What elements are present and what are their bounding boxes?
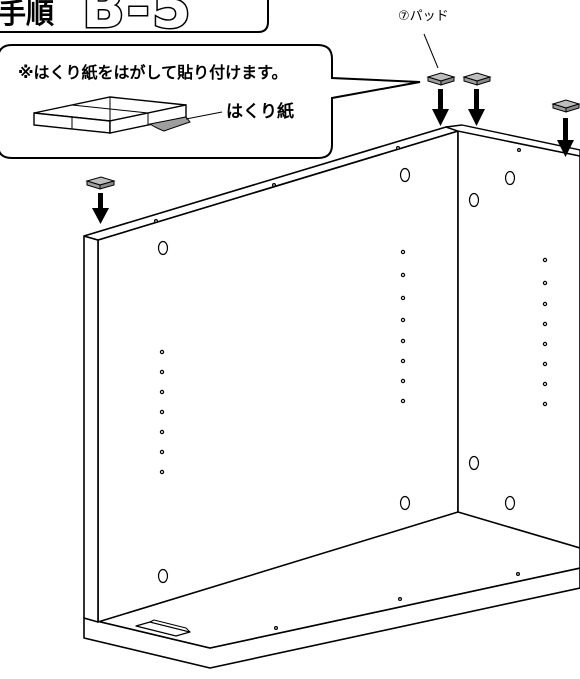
part-leader-line [423, 33, 439, 69]
peel-instruction-callout: ※はくり紙をはがして貼り付けます。 はくり紙 [0, 44, 421, 159]
peel-label: はくり紙 [226, 101, 294, 122]
right-panel-holes [468, 148, 548, 511]
step-code: B-5 [82, 0, 193, 41]
arrow-down-icon [557, 118, 574, 157]
pad-sheet-illustration [33, 96, 191, 134]
pad-center-right [462, 72, 492, 86]
cabinet-body [83, 124, 580, 669]
part-label-pad: ⑦パッド [398, 9, 449, 24]
pad-center-left [426, 72, 456, 86]
pad-far-left [85, 176, 116, 190]
left-panel-holes [154, 146, 520, 630]
peel-leader-line [185, 111, 223, 120]
arrow-down-icon [468, 89, 485, 126]
pad-far-right [551, 99, 580, 113]
callout-note: ※はくり紙をはがして貼り付けます。 [18, 63, 287, 82]
arrow-down-icon [92, 193, 109, 224]
arrow-down-icon [432, 89, 449, 126]
step-prefix: 手順 [0, 0, 54, 30]
step-header: 手順 B-5 [0, 0, 269, 43]
